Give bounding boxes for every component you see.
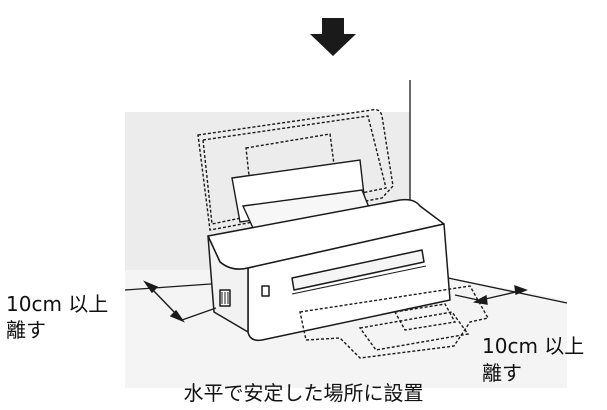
rear-clearance-outline (197, 108, 394, 231)
left-clearance-label: 10cm 以上 (6, 292, 109, 316)
left-distance-indicator (143, 280, 217, 323)
right-distance-indicator (454, 284, 528, 305)
left-clearance-note: 離す (6, 318, 46, 342)
right-clearance-label: 10cm 以上 (482, 334, 585, 358)
down-arrow-icon (310, 18, 356, 56)
power-button (261, 285, 270, 297)
paper-output-slot (291, 249, 425, 291)
paper-support (231, 159, 371, 229)
placement-caption: 水平で安定した場所に設置 (183, 381, 424, 405)
front-clearance-outline (299, 285, 490, 359)
printer-side (207, 235, 249, 333)
right-clearance-note: 離す (482, 361, 522, 385)
printer (207, 198, 451, 342)
